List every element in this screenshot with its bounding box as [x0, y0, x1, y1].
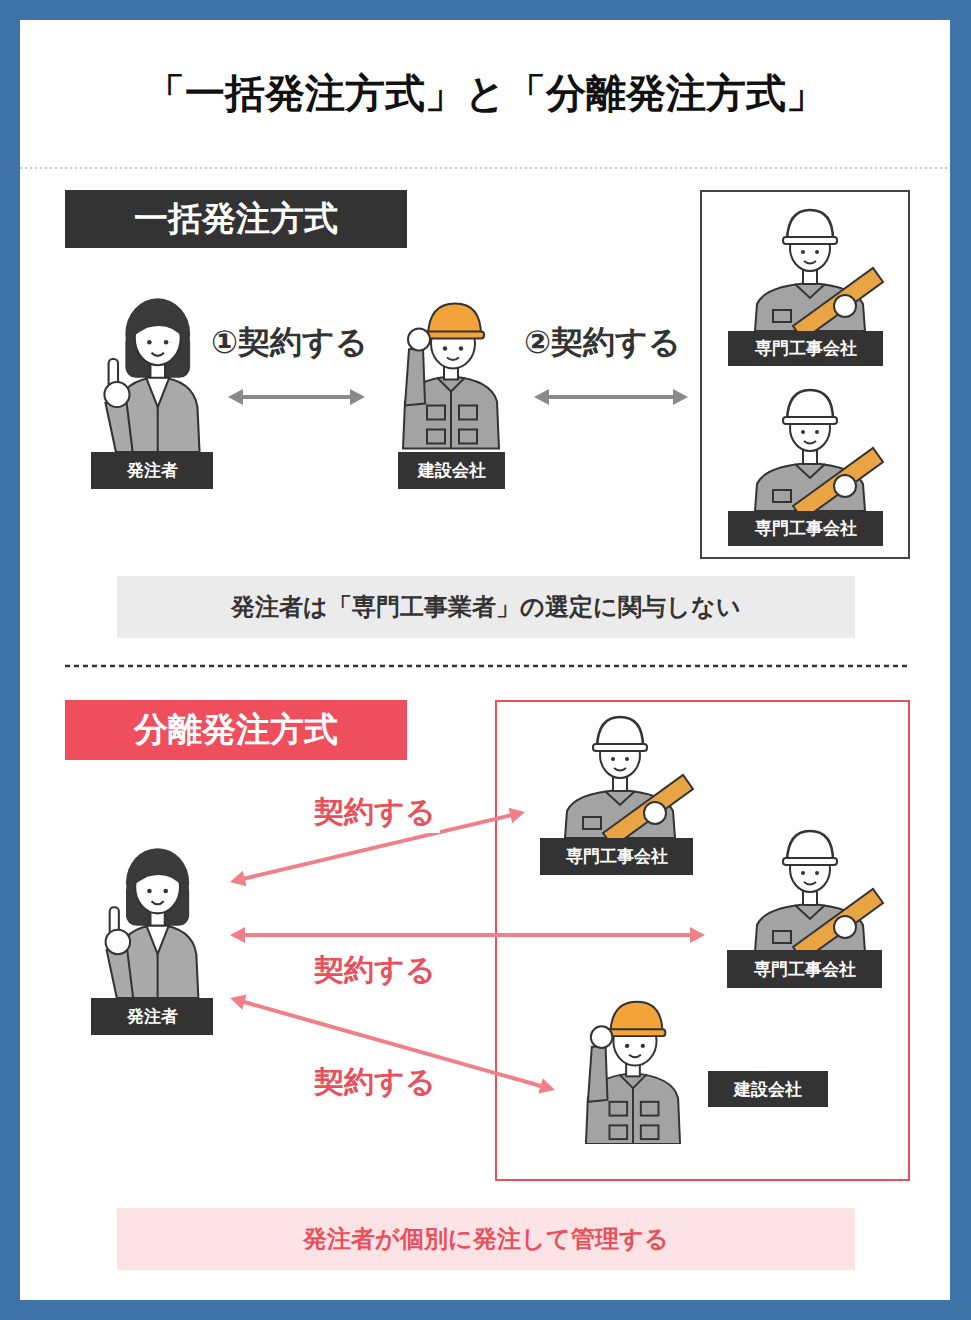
- role-text: 発注者: [127, 1005, 178, 1028]
- role-text: 専門工事会社: [566, 845, 668, 868]
- role-label: 発注者: [91, 998, 213, 1035]
- role-label: 専門工事会社: [540, 838, 693, 875]
- edge-label: ①契約する: [207, 321, 372, 365]
- section-band: 一括発注方式: [65, 190, 407, 248]
- person-node: 発注者: [91, 290, 213, 489]
- edge-label: 契約する: [310, 950, 440, 991]
- person-node: 専門工事会社: [540, 712, 693, 875]
- arrowhead: [230, 871, 246, 887]
- section-band: 分離発注方式: [65, 700, 407, 760]
- role-label: 専門工事会社: [728, 511, 883, 546]
- role-label: 専門工事会社: [728, 331, 883, 366]
- arrowhead: [509, 808, 525, 824]
- person-node: 発注者: [91, 845, 213, 1035]
- arrowhead: [534, 389, 549, 405]
- person-node: 専門工事会社: [728, 205, 883, 366]
- note-text: 発注者は「専門工事業者」の選定に関与しない: [231, 591, 741, 623]
- note-band: 発注者は「専門工事業者」の選定に関与しない: [117, 576, 855, 638]
- arrowhead: [230, 927, 245, 943]
- arrowhead: [228, 389, 243, 405]
- band-text: 一括発注方式: [134, 196, 338, 242]
- edge-label: 契約する: [310, 792, 440, 833]
- contract-arrow: [534, 389, 688, 405]
- person-node: 専門工事会社: [728, 385, 883, 546]
- contract-arrow: [230, 927, 705, 943]
- role-text: 専門工事会社: [755, 337, 857, 360]
- edge-label: ②契約する: [520, 321, 685, 365]
- person-node: 専門工事会社: [727, 828, 882, 988]
- role-label: 建設会社: [708, 1071, 828, 1107]
- edge-label: 契約する: [310, 1062, 440, 1103]
- arrow-shaft: [242, 933, 693, 937]
- title: 「一括発注方式」と「分離発注方式」: [20, 66, 950, 121]
- role-text: 専門工事会社: [754, 958, 856, 981]
- arrow-shaft: [240, 395, 353, 399]
- person-node: 建設会社: [575, 990, 828, 1140]
- note-band: 発注者が個別に発注して管理する: [117, 1208, 855, 1270]
- note-text: 発注者が個別に発注して管理する: [303, 1223, 669, 1255]
- role-label: 建設会社: [398, 452, 505, 489]
- arrowhead: [230, 994, 247, 1009]
- arrowhead: [690, 927, 705, 943]
- arrowhead: [538, 1078, 555, 1093]
- arrowhead: [350, 389, 365, 405]
- band-text: 分離発注方式: [134, 707, 338, 753]
- role-text: 発注者: [127, 459, 178, 482]
- role-label: 発注者: [91, 452, 213, 489]
- role-text: 建設会社: [418, 459, 486, 482]
- role-label: 専門工事会社: [727, 950, 882, 988]
- arrowhead: [673, 389, 688, 405]
- role-text: 建設会社: [734, 1078, 802, 1101]
- person-node: 建設会社: [390, 290, 512, 489]
- contract-arrow: [228, 389, 365, 405]
- role-text: 専門工事会社: [755, 517, 857, 540]
- arrow-shaft: [546, 395, 676, 399]
